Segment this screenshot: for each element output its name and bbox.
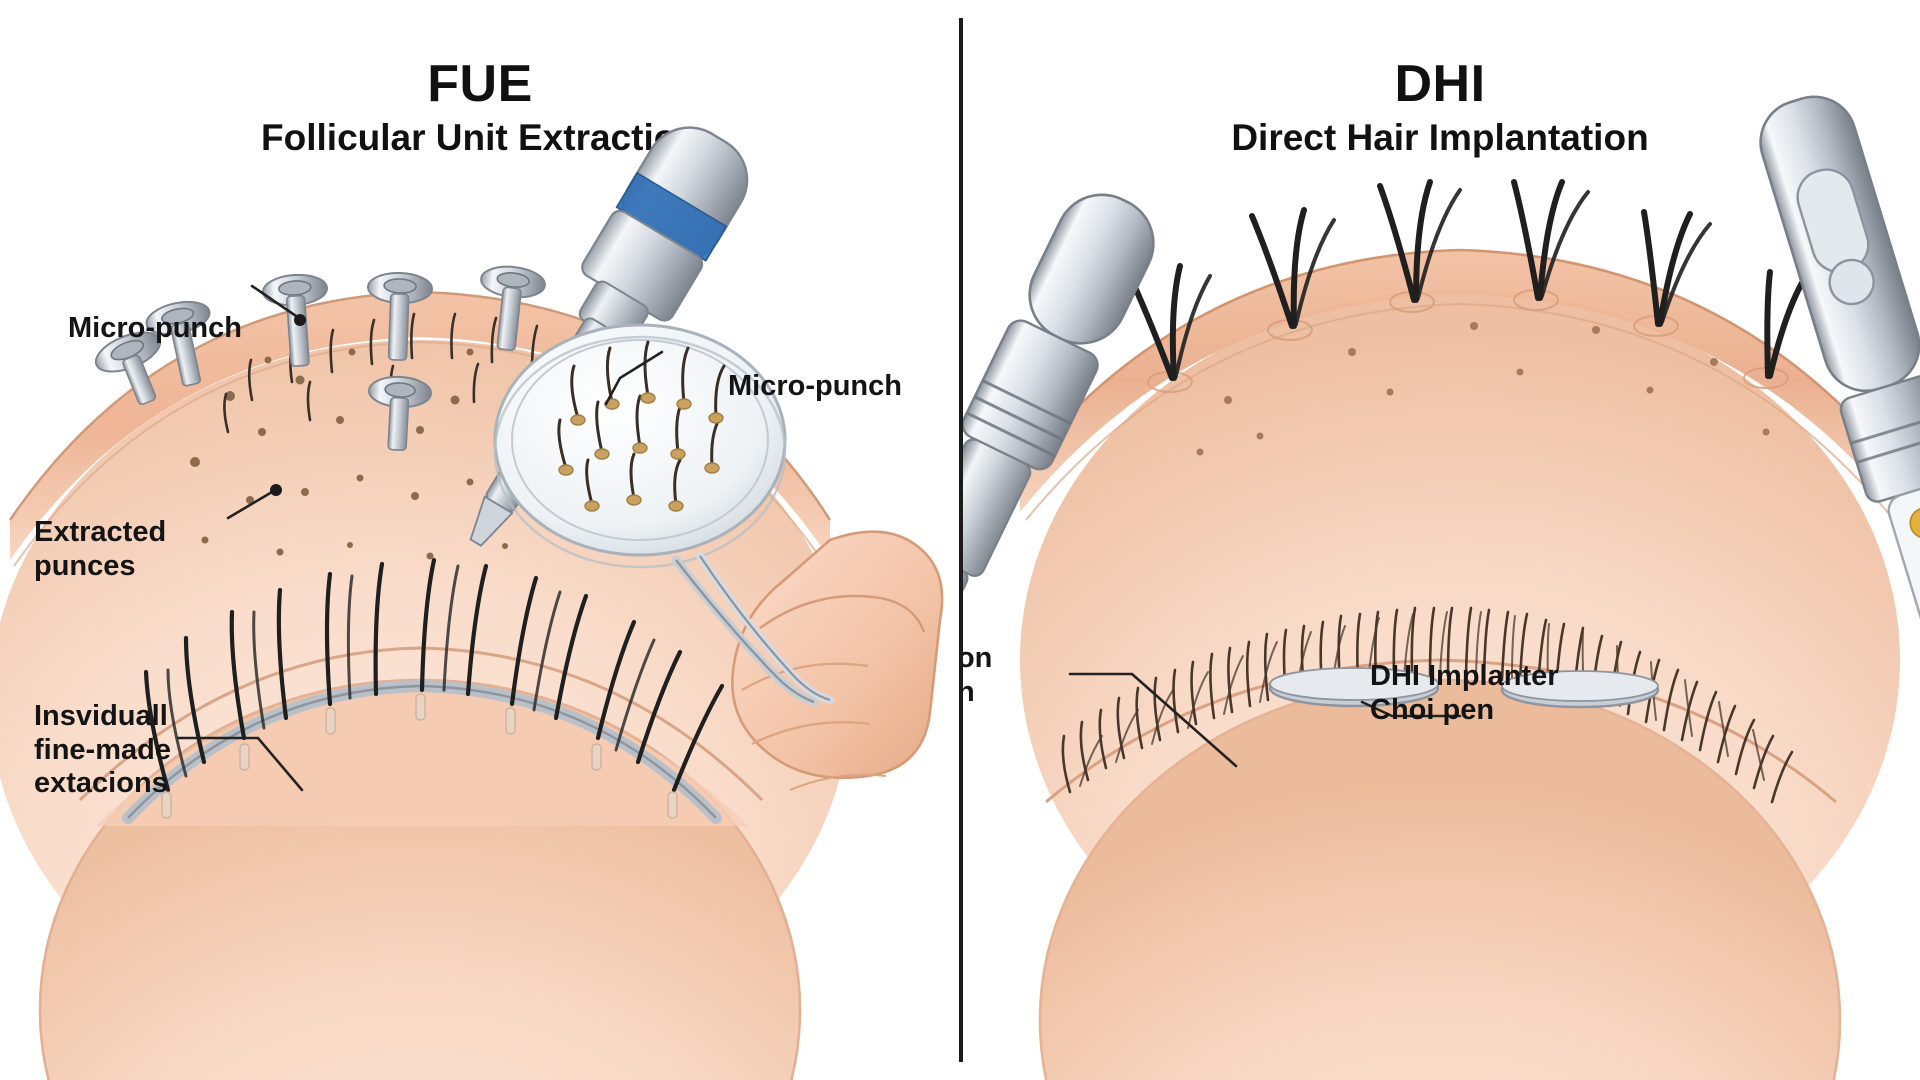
panel-fue: FUE Follicular Unit Extraction — [0, 58, 960, 1080]
dhi-leader-lines — [1068, 672, 1462, 768]
fue-subtitle: Follicular Unit Extraction — [261, 117, 699, 158]
label-extracted-punces: Extracted punces — [34, 516, 167, 582]
label-micro-punch-left: Micro-punch — [68, 312, 242, 344]
fue-title: FUE — [427, 55, 533, 113]
fue-artwork — [0, 126, 944, 1080]
fue-graft-dish — [493, 323, 787, 569]
fue-forceps — [671, 552, 834, 707]
dhi-contact-plates — [1268, 667, 1660, 709]
dhi-choi-pen — [1759, 95, 1920, 672]
label-individual-extractions: Insviduall fine-made extacions — [34, 700, 171, 800]
label-micro-punch-right: Micro-punch — [728, 370, 902, 402]
dhi-title-block: DHI Direct Hair Implantation — [960, 58, 1920, 156]
panel-divider — [959, 18, 963, 1062]
fue-implanted-grafts — [122, 557, 725, 824]
dhi-artwork — [960, 95, 1920, 1080]
fue-leader-dots — [270, 314, 306, 496]
panel-dhi: DHI Direct Hair Implantation — [960, 0, 1920, 1080]
dhi-implantation-pen — [960, 193, 1155, 660]
dhi-title: DHI — [1394, 55, 1486, 113]
label-implantation-pen: Implantation pen inetion — [960, 642, 993, 708]
fue-leader-lines — [176, 284, 664, 792]
dhi-grafts-in-pen-right — [1909, 507, 1920, 539]
label-dhi-implanter: DHI Implanter Choi pen — [1370, 660, 1559, 726]
fue-title-block: FUE Follicular Unit Extraction — [0, 58, 960, 156]
fue-hand — [731, 530, 944, 791]
fue-micro-punch-tools — [94, 265, 546, 451]
dhi-subtitle: Direct Hair Implantation — [1231, 117, 1649, 158]
